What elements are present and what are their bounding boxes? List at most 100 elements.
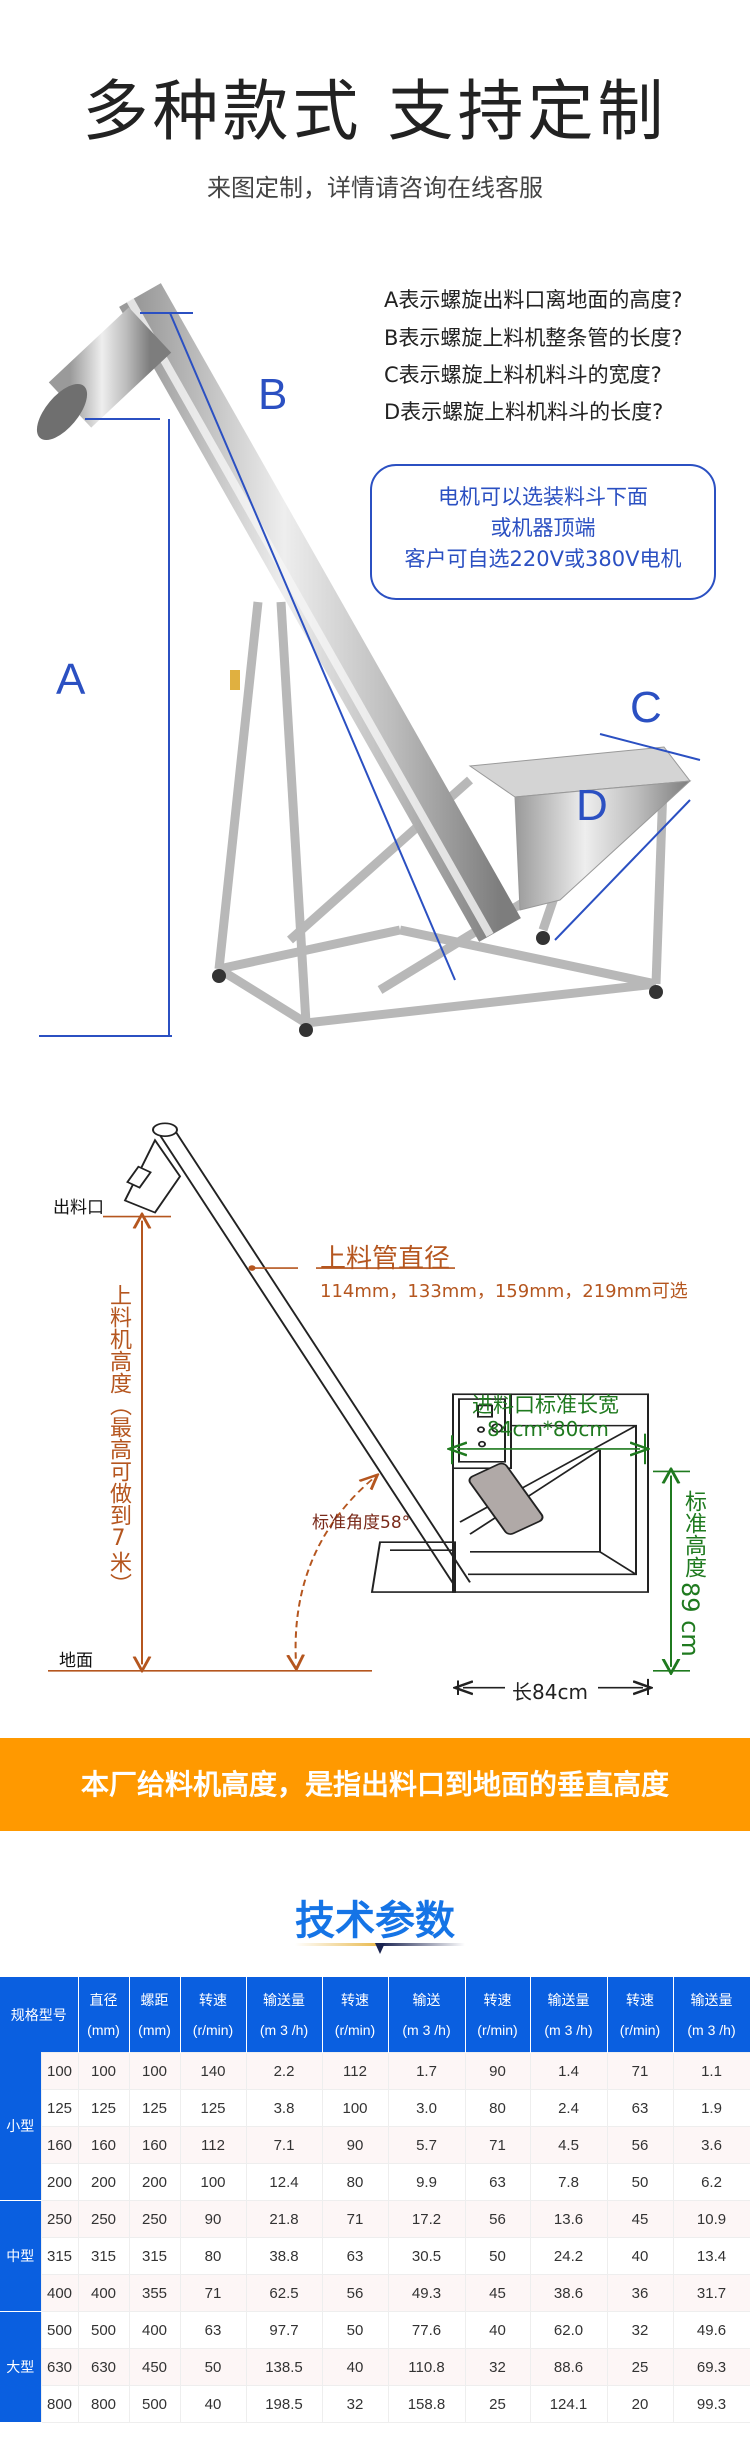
table-cell: 63 (179, 2311, 247, 2349)
table-cell: 250 (40, 2200, 79, 2238)
table-cell: 3.6 (672, 2126, 750, 2164)
motor-note-line: 或机器顶端 (490, 516, 596, 540)
table-cell: 100 (321, 2089, 389, 2127)
inlet-size: 84cm*80cm (487, 1417, 609, 1441)
column-header-text: 转速 (199, 1991, 227, 2008)
table-cell: 45 (464, 2274, 531, 2312)
table-cell: 88.6 (529, 2348, 608, 2386)
column-header-text: 螺距 (140, 1991, 169, 2008)
table-cell: 32 (606, 2311, 674, 2349)
table-cell: 40 (179, 2385, 247, 2423)
column-header-text: 输送量 (263, 1991, 305, 2008)
group-label: 小型 (0, 2052, 41, 2201)
column-header: 规格型号 (0, 1977, 79, 2053)
table-cell: 110.8 (387, 2348, 466, 2386)
table-cell: 124.1 (529, 2385, 608, 2423)
inlet-title: 进料口标准长宽 (472, 1393, 619, 1417)
table-cell: 200 (128, 2163, 181, 2201)
table-cell: 3.0 (387, 2089, 466, 2127)
column-header-text: (mm) (138, 2021, 171, 2038)
table-cell: 9.9 (387, 2163, 466, 2201)
table-cell: 112 (321, 2052, 389, 2090)
table-cell: 62.5 (245, 2274, 323, 2312)
table-cell: 97.7 (245, 2311, 323, 2349)
table-cell: 25 (464, 2385, 531, 2423)
table-cell: 100 (77, 2052, 130, 2090)
table-cell: 140 (179, 2052, 247, 2090)
table-cell: 800 (77, 2385, 130, 2423)
group-label: 中型 (0, 2200, 41, 2312)
group-label: 大型 (0, 2311, 41, 2423)
pipe-diameter-title: 上料管直径 (320, 1244, 451, 1274)
table-cell: 500 (128, 2385, 181, 2423)
column-header: 转速(r/min) (607, 1977, 674, 2053)
table-cell: 100 (128, 2052, 181, 2090)
table-cell: 250 (77, 2200, 130, 2238)
column-header: 转速(r/min) (465, 1977, 531, 2053)
table-cell: 158.8 (387, 2385, 466, 2423)
column-header-text: (m 3 /h) (259, 2021, 309, 2038)
table-cell: 21.8 (245, 2200, 323, 2238)
column-header: 螺距 (mm) (129, 1977, 181, 2053)
column-header-text: 转速 (483, 1991, 512, 2008)
table-cell: 2.2 (245, 2052, 323, 2090)
table-cell: 400 (40, 2274, 79, 2312)
table-cell: 125 (179, 2089, 247, 2127)
table-cell: 50 (321, 2311, 389, 2349)
table-cell: 160 (77, 2126, 130, 2164)
page-title: 多种款式 支持定制 (82, 73, 668, 150)
column-header-text: (m 3 /h) (544, 2021, 593, 2038)
table-cell: 315 (77, 2237, 130, 2275)
table-cell: 355 (128, 2274, 181, 2312)
tech-params-table: 规格型号直径(mm)螺距(mm)转速(r/min)输送量(m 3 /h)转速(r… (0, 1977, 750, 2423)
column-header-text: 转速 (626, 1991, 654, 2008)
table-cell: 630 (40, 2348, 79, 2386)
height-note-banner: 本厂给料机高度，是指出料口到地面的垂直高度 (0, 1738, 750, 1831)
table-cell: 71 (464, 2126, 531, 2164)
table-cell: 20 (606, 2385, 674, 2423)
table-cell: 125 (40, 2089, 79, 2127)
column-header-text: 输送量 (690, 1991, 733, 2008)
column-header-text: (r/min) (334, 2021, 376, 2038)
table-cell: 1.9 (672, 2089, 750, 2127)
label-a: A (56, 655, 86, 704)
table-cell: 112 (179, 2126, 247, 2164)
dimension-lines (39, 312, 701, 1037)
table-cell: 450 (128, 2348, 181, 2386)
table-cell: 138.5 (245, 2348, 323, 2386)
column-header: 输送量 (m 3 /h) (530, 1977, 608, 2053)
table-cell: 80 (464, 2089, 531, 2127)
table-cell: 100 (179, 2163, 247, 2201)
table-cell: 71 (179, 2274, 247, 2312)
column-header-text: 直径 (89, 1991, 118, 2008)
table-cell: 10.9 (672, 2200, 750, 2238)
column-header: 输送量(m 3 /h) (673, 1977, 750, 2053)
table-cell: 38.8 (245, 2237, 323, 2275)
hopper (514, 780, 692, 911)
table-cell: 400 (128, 2311, 181, 2349)
table-cell: 69.3 (672, 2348, 750, 2386)
label-b: B (258, 370, 288, 419)
table-cell: 50 (179, 2348, 247, 2386)
machine-photo (36, 283, 701, 1037)
table-cell: 56 (321, 2274, 389, 2312)
table-cell: 32 (321, 2385, 389, 2423)
table-cell: 5.7 (387, 2126, 466, 2164)
table-cell: 1.7 (387, 2052, 466, 2090)
label-d: D (576, 781, 608, 830)
title-underline-decoration (295, 1943, 465, 1954)
column-header-text: 输送量 (547, 1991, 590, 2008)
table-cell: 63 (321, 2237, 389, 2275)
table-cell: 63 (606, 2089, 674, 2127)
table-cell: 77.6 (387, 2311, 466, 2349)
table-cell: 90 (179, 2200, 247, 2238)
table-cell: 36 (606, 2274, 674, 2312)
table-cell: 13.4 (672, 2237, 750, 2275)
table-cell: 63 (464, 2163, 531, 2201)
column-header-text: 规格型号 (10, 2006, 67, 2023)
table-cell: 62.0 (529, 2311, 608, 2349)
